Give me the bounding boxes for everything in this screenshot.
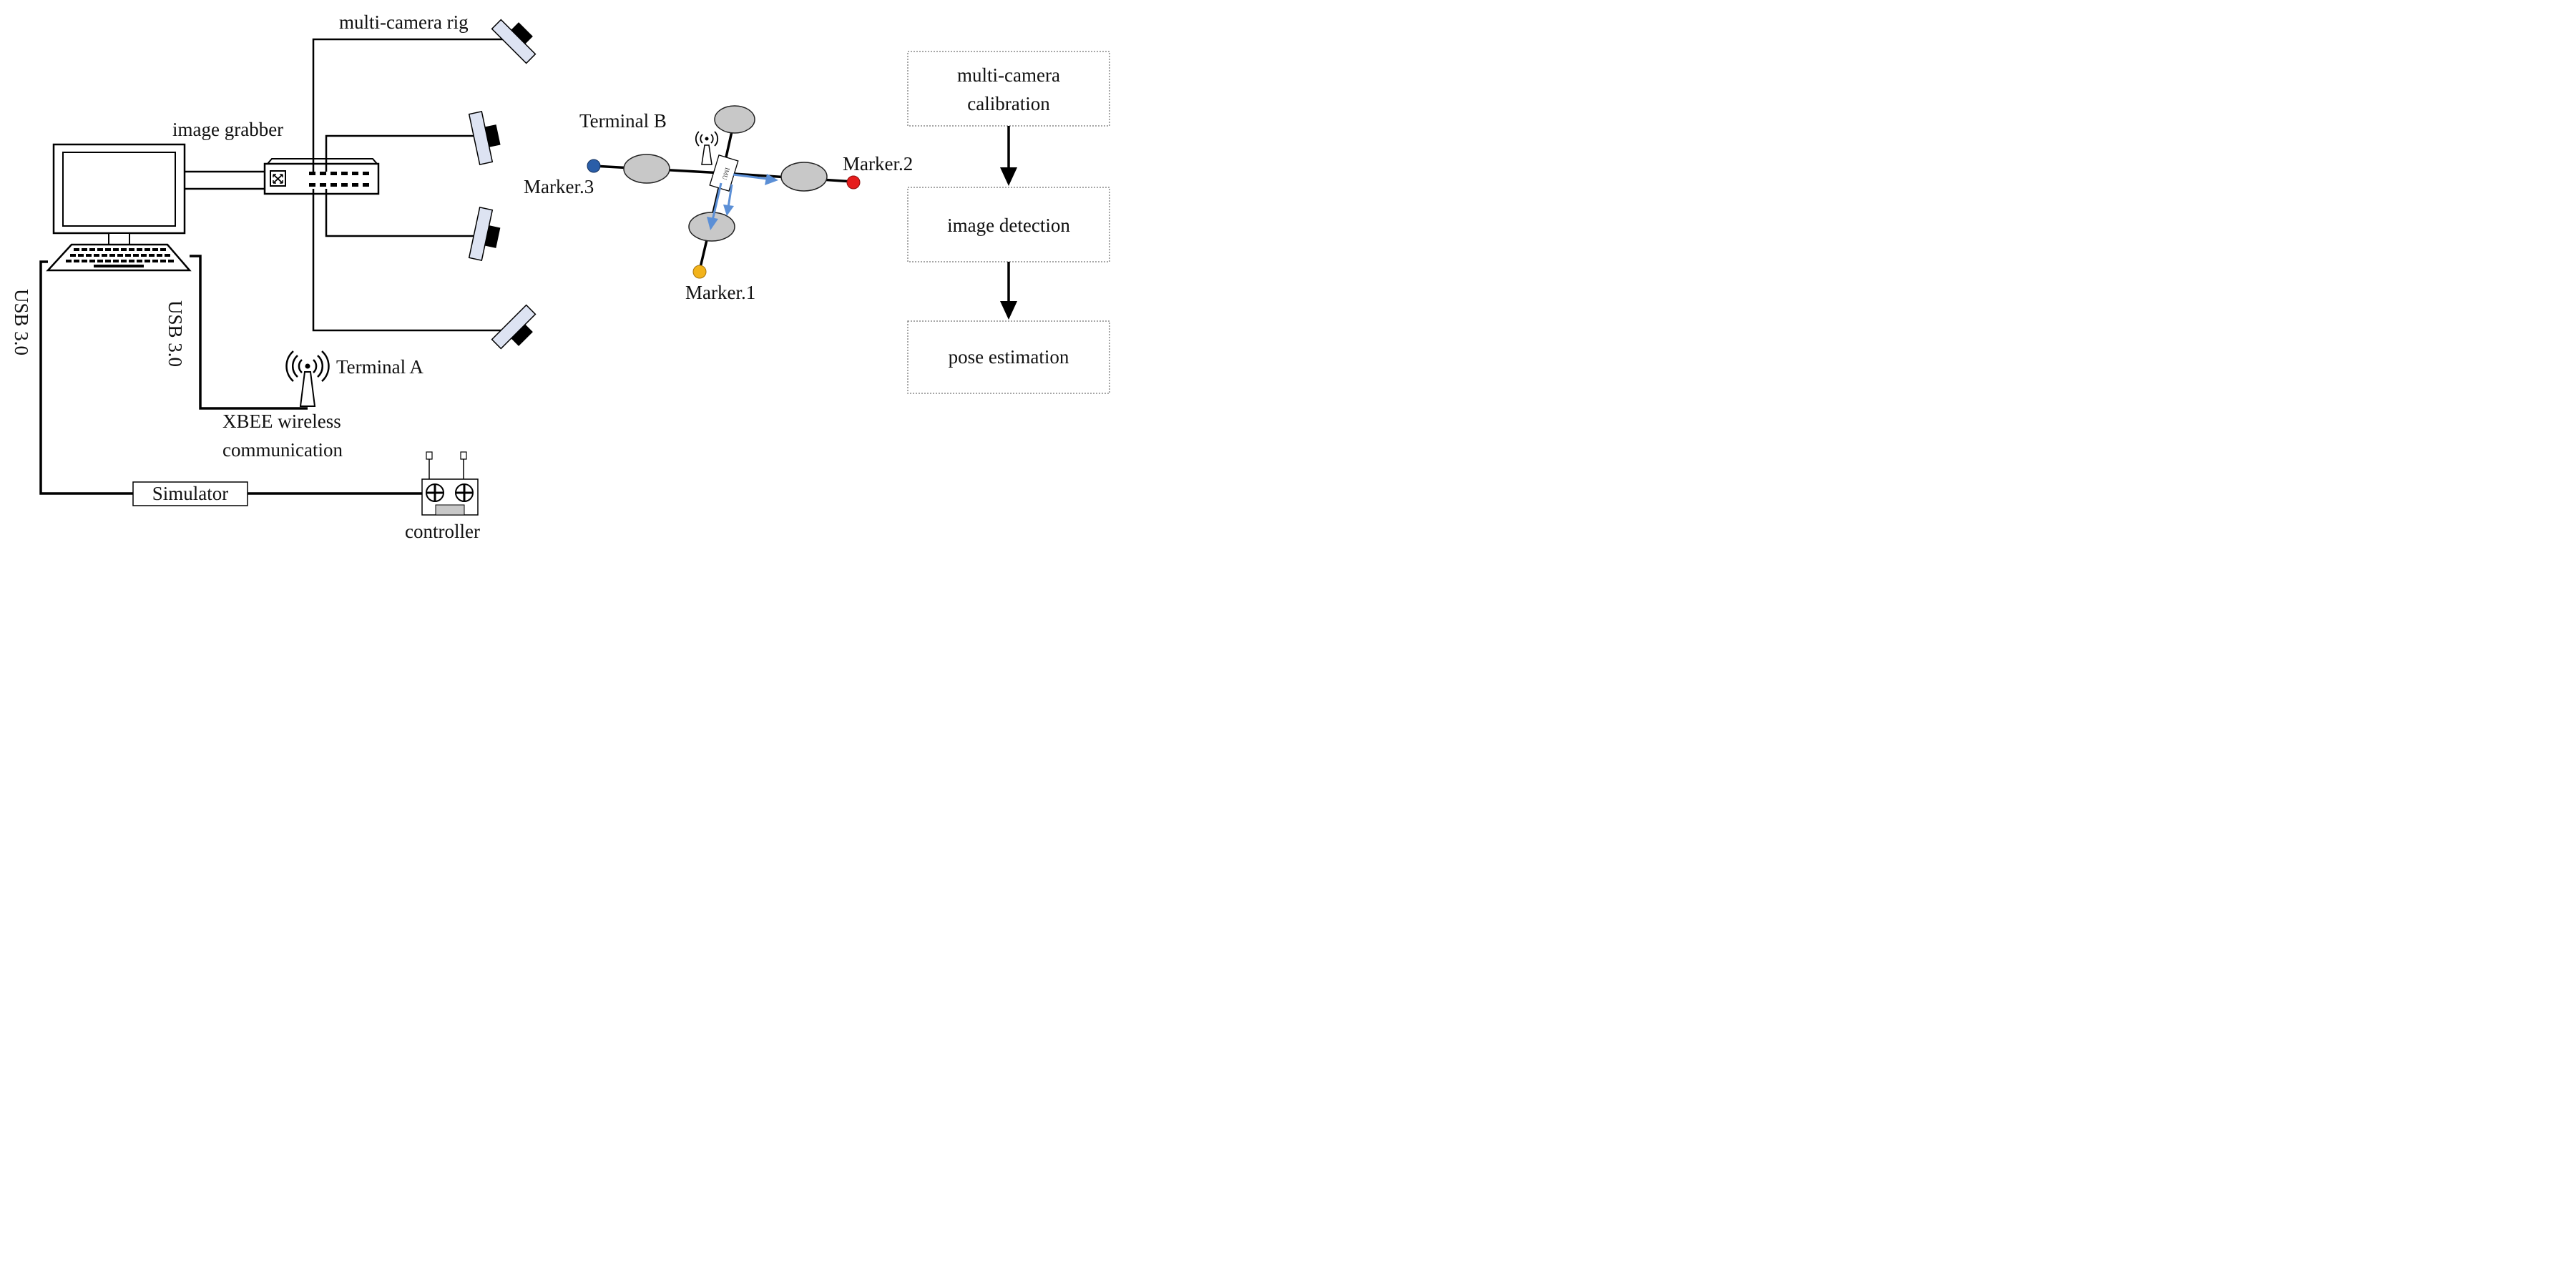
multi-camera-rig-label: multi-camera rig	[339, 11, 469, 33]
marker-3-dot	[587, 159, 601, 173]
controller-label: controller	[405, 521, 480, 542]
imu-axis-arrows	[707, 173, 778, 230]
flow-step3: pose estimation	[949, 346, 1069, 368]
rotor-right	[780, 162, 828, 192]
monitor	[52, 143, 186, 235]
image-grabber-label: image grabber	[172, 119, 283, 140]
quadrotor: IMU	[587, 105, 861, 279]
switch-icon	[270, 170, 286, 187]
camera-cables	[312, 38, 504, 332]
system-diagram: multi-camera rig image grabber USB 3.0 U…	[0, 0, 1122, 553]
port-leds	[309, 172, 369, 187]
xbee-label-line2: communication	[222, 439, 343, 461]
usb-cable-right	[190, 255, 308, 410]
camera-3	[468, 207, 501, 261]
flow-step1-line2: calibration	[967, 93, 1050, 114]
camera-1	[491, 19, 537, 64]
usb-cable-left	[39, 260, 133, 495]
camera-4	[491, 304, 537, 350]
marker-2-dot	[846, 175, 861, 190]
flow-box-pose	[907, 320, 1110, 394]
imu-box: IMU	[709, 154, 739, 192]
flowchart: multi-camera calibration image detection…	[907, 51, 1110, 394]
image-grabber	[263, 158, 380, 195]
monitor-stand	[108, 232, 130, 245]
terminal-b-label: Terminal B	[579, 110, 667, 132]
keyboard	[46, 243, 192, 272]
rotor-top	[714, 105, 755, 134]
simulator-box	[132, 481, 248, 506]
flow-arrowhead-2	[1000, 301, 1017, 320]
rotor-left	[623, 154, 670, 184]
usb-label-right: USB 3.0	[165, 300, 186, 367]
xbee-label-line1: XBEE wireless	[222, 411, 341, 432]
marker-1-dot	[692, 265, 707, 279]
marker-2-label: Marker.2	[843, 153, 913, 175]
antenna-icon	[285, 350, 330, 407]
flow-step2: image detection	[947, 215, 1070, 236]
flow-arrowhead-1	[1000, 167, 1017, 186]
marker-1-label: Marker.1	[685, 282, 755, 303]
flow-box-calibration	[907, 51, 1110, 127]
controller-icon	[421, 451, 479, 516]
simulator-label: Simulator	[152, 483, 229, 504]
flow-box-detection	[907, 187, 1110, 262]
camera-2	[468, 111, 501, 165]
terminal-a-label: Terminal A	[336, 356, 423, 378]
terminal-b-antenna-icon	[695, 131, 719, 165]
marker-3-label: Marker.3	[524, 176, 594, 197]
flow-step1-line1: multi-camera	[957, 64, 1060, 86]
usb-label-left: USB 3.0	[11, 289, 32, 355]
computer	[46, 143, 192, 272]
